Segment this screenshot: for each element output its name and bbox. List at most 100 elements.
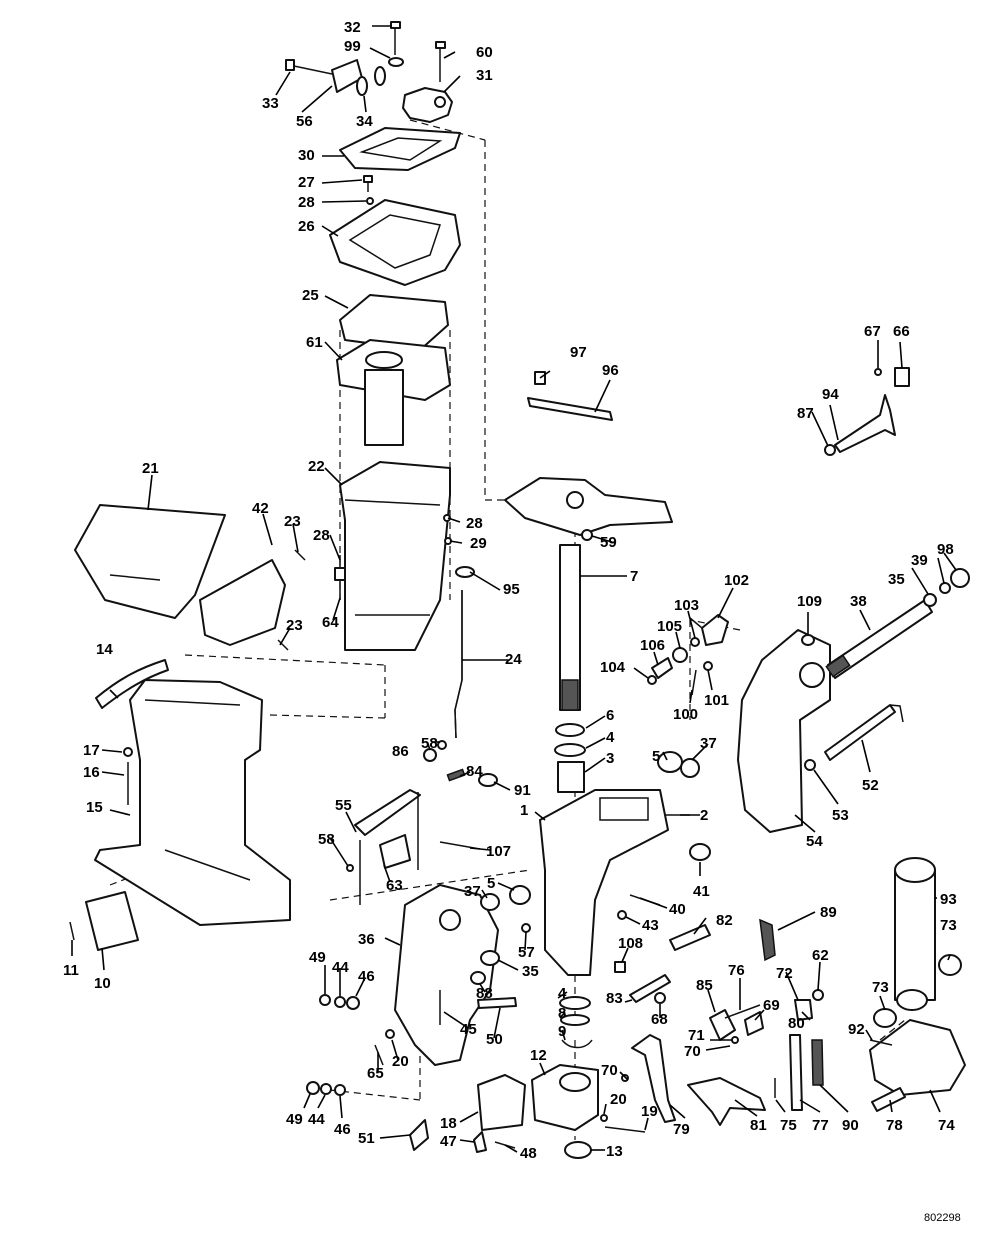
callout-84: 84 <box>466 763 483 780</box>
callout-54: 54 <box>806 833 823 850</box>
callout-47: 47 <box>440 1133 457 1150</box>
part-linkage-55 <box>354 789 421 836</box>
part-screw-57 <box>521 923 531 933</box>
callout-86: 86 <box>392 743 409 760</box>
part-bracket-74 <box>869 1019 966 1096</box>
part-screw-68 <box>654 992 666 1004</box>
part-washer-35b <box>480 950 500 966</box>
part-pin-78 <box>871 1087 906 1112</box>
callout-34: 34 <box>356 113 373 130</box>
callout-24: 24 <box>505 651 522 668</box>
part-spring-84 <box>446 768 466 782</box>
part-bushing-109 <box>801 634 815 646</box>
callout-56: 56 <box>296 113 313 130</box>
part-nut-13 <box>564 1141 592 1159</box>
part-spring-90 <box>811 1039 824 1086</box>
callout-107: 107 <box>486 843 511 860</box>
callout-80: 80 <box>788 1015 805 1032</box>
part-bushing-73a <box>938 954 962 976</box>
callout-55: 55 <box>335 797 352 814</box>
part-grommet-95 <box>455 566 475 578</box>
callout-25: 25 <box>302 287 319 304</box>
callout-18: 18 <box>440 1115 457 1132</box>
part-clip-9 <box>561 1039 593 1049</box>
part-housing-plate-26 <box>329 199 461 286</box>
callout-31: 31 <box>476 67 493 84</box>
callout-58b: 58 <box>318 831 335 848</box>
callout-45: 45 <box>460 1021 477 1038</box>
part-clamp-bracket-36 <box>394 884 499 1066</box>
callout-22: 22 <box>308 458 325 475</box>
callout-69: 69 <box>763 997 780 1014</box>
callout-50: 50 <box>486 1031 503 1048</box>
callout-29: 29 <box>470 535 487 552</box>
callout-11: 11 <box>63 962 79 979</box>
callout-38: 38 <box>850 593 867 610</box>
callout-10: 10 <box>94 975 111 992</box>
callout-53: 53 <box>832 807 849 824</box>
callout-19: 19 <box>641 1103 658 1120</box>
part-tilt-rod-52 <box>824 704 896 761</box>
callout-2: 2 <box>700 807 708 824</box>
callout-8: 8 <box>558 1005 566 1022</box>
part-drawings <box>69 21 970 1159</box>
part-bushing-73b <box>873 1008 897 1028</box>
callout-4a: 4 <box>606 729 615 746</box>
callout-65: 65 <box>367 1065 384 1082</box>
part-cover-plate-10 <box>85 891 139 951</box>
part-screw-108 <box>614 961 626 973</box>
part-clip-106 <box>651 657 673 679</box>
part-nut-98 <box>950 568 970 588</box>
callout-60: 60 <box>476 44 493 61</box>
part-screw-67 <box>874 368 882 376</box>
part-bushing-37a <box>680 758 700 778</box>
part-washer-35a <box>923 593 937 607</box>
callout-52: 52 <box>862 777 879 794</box>
part-cylinder-93 <box>894 869 936 1001</box>
part-bushing-91 <box>478 773 498 787</box>
part-link-83 <box>629 974 671 1003</box>
callout-108: 108 <box>618 935 643 952</box>
callout-3: 3 <box>606 750 614 767</box>
callout-46a: 46 <box>358 968 375 985</box>
part-drive-shaft-housing-15 <box>94 679 291 926</box>
callout-26: 26 <box>298 218 315 235</box>
callout-73b: 73 <box>872 979 889 996</box>
part-ring-105 <box>672 647 688 663</box>
part-ring-4a <box>554 743 586 757</box>
callout-20a: 20 <box>392 1053 409 1070</box>
part-bolt-32 <box>390 21 401 55</box>
part-bolt-33 <box>285 59 333 75</box>
callout-13: 13 <box>606 1143 623 1160</box>
callout-28c: 28 <box>466 515 483 532</box>
callout-92: 92 <box>848 1021 865 1038</box>
callout-82: 82 <box>716 912 733 929</box>
callout-27: 27 <box>298 174 315 191</box>
callout-98: 98 <box>937 541 954 558</box>
callout-6: 6 <box>606 707 614 724</box>
callout-9: 9 <box>558 1023 566 1040</box>
callout-74: 74 <box>938 1117 955 1134</box>
callout-37a: 37 <box>700 735 717 752</box>
callout-5b: 5 <box>487 875 495 892</box>
callout-40: 40 <box>669 901 686 918</box>
part-spring-89 <box>759 918 776 962</box>
callout-59: 59 <box>600 534 617 551</box>
part-plate-51 <box>409 1119 429 1151</box>
part-nut-53 <box>804 759 816 771</box>
callout-102: 102 <box>724 572 749 589</box>
part-gasket-30 <box>339 127 461 171</box>
callout-14: 14 <box>96 641 113 658</box>
callout-28b: 28 <box>313 527 330 544</box>
part-pin-50 <box>477 997 517 1009</box>
callout-70b: 70 <box>601 1062 618 1079</box>
part-strap-96 <box>527 397 613 421</box>
leader-lines <box>71 25 957 1153</box>
part-stud-64 <box>334 555 346 600</box>
callout-57: 57 <box>518 944 535 961</box>
callout-62: 62 <box>812 947 829 964</box>
part-side-cover-42 <box>199 559 286 646</box>
callout-103: 103 <box>674 597 699 614</box>
part-spring-clip-82 <box>669 924 711 951</box>
